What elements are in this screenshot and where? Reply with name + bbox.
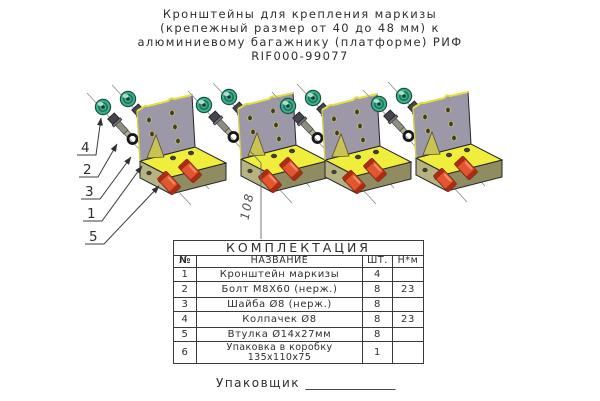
col-header-name: НАЗВАНИЕ bbox=[196, 255, 363, 269]
callout-arrow-3 bbox=[81, 156, 132, 200]
table-header-row: № НАЗВАНИЕ ШТ. Н*м bbox=[173, 255, 424, 269]
dimension-108: 108 bbox=[238, 150, 262, 239]
cell-name: Упаковка в коробку 135х110х75 bbox=[196, 341, 363, 365]
cell-torque bbox=[392, 327, 424, 343]
cell-qty: 8 bbox=[362, 281, 393, 299]
signature-blank: _______________ bbox=[305, 376, 396, 390]
cell-qty: 8 bbox=[362, 327, 393, 343]
table-row: 3 Шайба Ø8 (нерж.) 8 bbox=[173, 297, 424, 313]
cell-num: 1 bbox=[173, 267, 197, 283]
cell-torque: 23 bbox=[392, 281, 424, 299]
cell-qty: 8 bbox=[362, 311, 393, 329]
cell-name: Втулка Ø14х27мм bbox=[196, 327, 363, 343]
cell-name-line1: Упаковка в коробку bbox=[226, 341, 333, 353]
callout-label: 4 bbox=[81, 140, 91, 156]
cell-qty: 4 bbox=[362, 267, 393, 283]
dimension-leader-line bbox=[249, 150, 262, 239]
kit-contents-table: КОМПЛЕКТАЦИЯ № НАЗВАНИЕ ШТ. Н*м 1 Кроншт… bbox=[173, 239, 424, 365]
callout-label: 5 bbox=[89, 229, 99, 245]
table-row: 6 Упаковка в коробку 135х110х75 1 bbox=[173, 341, 424, 365]
dimension-label: 108 bbox=[238, 191, 257, 221]
table-row: 4 Колпачек Ø8 8 23 bbox=[173, 311, 424, 329]
callout-label: 2 bbox=[83, 162, 93, 178]
table-row: 2 Болт М8Х60 (нерж.) 8 23 bbox=[173, 281, 424, 299]
table-title-row: КОМПЛЕКТАЦИЯ bbox=[173, 239, 424, 257]
cell-name: Болт М8Х60 (нерж.) bbox=[196, 281, 363, 299]
title-line-1: Кронштейны для крепления маркизы bbox=[162, 7, 438, 21]
callout-label: 1 bbox=[87, 206, 97, 222]
cell-torque bbox=[392, 267, 424, 283]
drawing-title: Кронштейны для крепления маркизы (крепеж… bbox=[0, 7, 600, 63]
title-line-2: (крепежный размер от 40 до 48 мм) к bbox=[160, 21, 440, 35]
cell-qty: 1 bbox=[362, 341, 393, 365]
cell-name-line2: 135х110х75 bbox=[247, 351, 312, 363]
cell-num: 5 bbox=[173, 327, 197, 343]
cell-num: 3 bbox=[173, 297, 197, 313]
cell-torque bbox=[392, 341, 424, 365]
cell-name: Колпачек Ø8 bbox=[196, 311, 363, 329]
callout-arrow-1 bbox=[83, 165, 143, 222]
cell-num: 2 bbox=[173, 281, 197, 299]
callout-arrow-5 bbox=[85, 185, 160, 245]
col-header-num: № bbox=[173, 255, 197, 269]
title-line-3: алюминиевому багажнику (платформе) РИФ bbox=[137, 35, 463, 49]
cell-torque: 23 bbox=[392, 311, 424, 329]
cell-name: Кронштейн маркизы bbox=[196, 267, 363, 283]
table-title: КОМПЛЕКТАЦИЯ bbox=[173, 239, 424, 257]
callout-label: 3 bbox=[85, 184, 95, 200]
col-header-torque: Н*м bbox=[392, 255, 424, 269]
col-header-qty: ШТ. bbox=[362, 255, 393, 269]
cell-num: 4 bbox=[173, 311, 197, 329]
callout-arrow-2 bbox=[79, 143, 118, 178]
packer-signature-line: Упаковщик _______________ bbox=[216, 376, 395, 390]
callout-leaders: 4 2 3 1 5 bbox=[77, 117, 160, 245]
cell-name: Шайба Ø8 (нерж.) bbox=[196, 297, 363, 313]
title-line-4-part-number: RIF000-99077 bbox=[251, 49, 349, 63]
callout-arrow-4 bbox=[77, 117, 103, 156]
cell-torque bbox=[392, 297, 424, 313]
cell-num: 6 bbox=[173, 341, 197, 365]
cell-qty: 8 bbox=[362, 297, 393, 313]
packer-label: Упаковщик bbox=[216, 376, 301, 390]
table-row: 1 Кронштейн маркизы 4 bbox=[173, 267, 424, 283]
table-row: 5 Втулка Ø14х27мм 8 bbox=[173, 327, 424, 343]
